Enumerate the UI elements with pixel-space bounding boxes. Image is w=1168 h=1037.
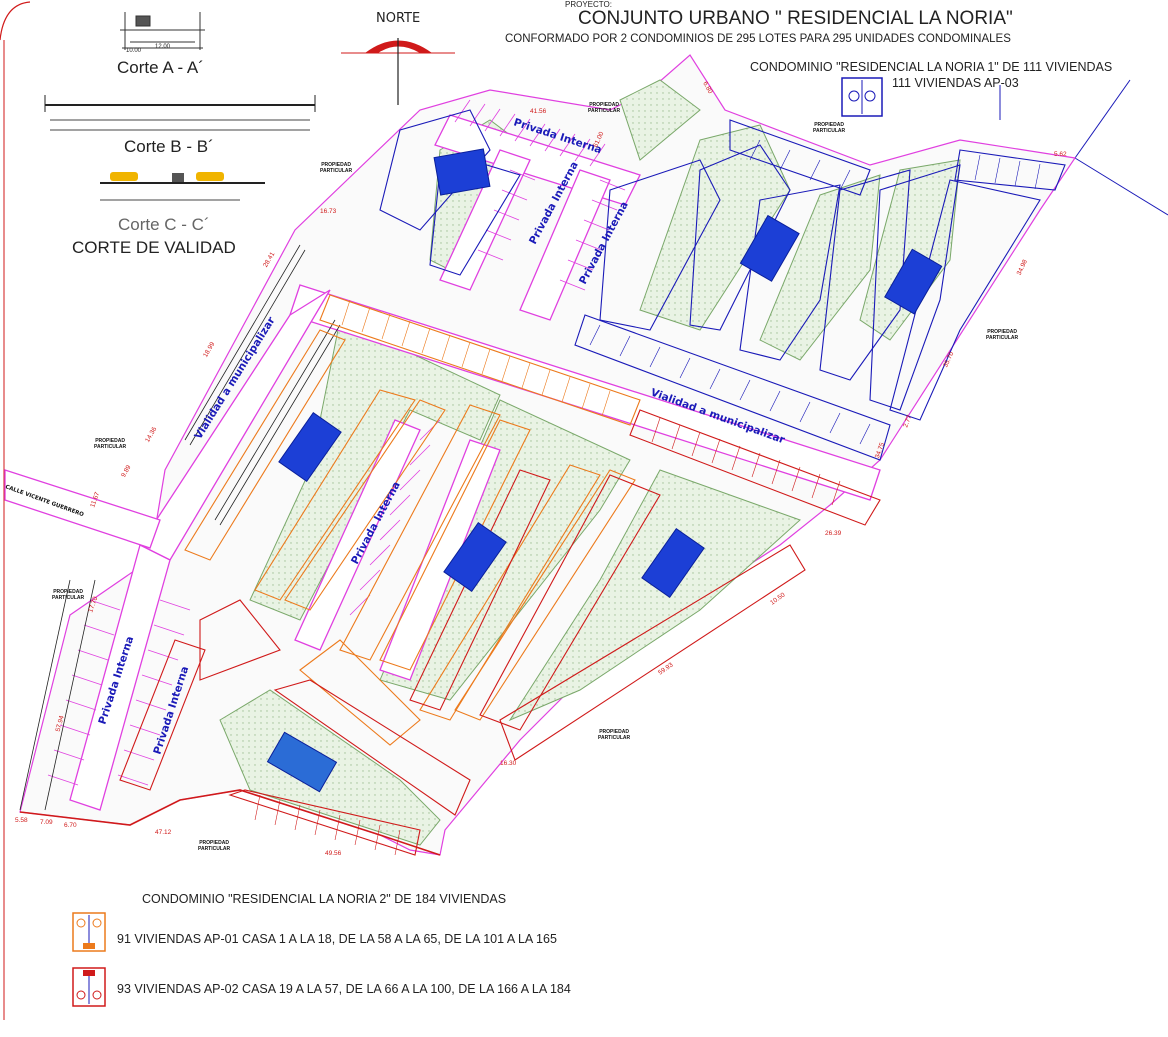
dim-3: 6.70 bbox=[64, 822, 77, 829]
dim-20: 41.56 bbox=[530, 108, 547, 115]
legend-ap02-text: 93 VIVIENDAS AP-02 CASA 19 A LA 57, DE L… bbox=[117, 982, 571, 996]
roads bbox=[4, 114, 881, 811]
pool-2 bbox=[739, 214, 800, 282]
corte-a-label: Corte A - A´ bbox=[117, 58, 204, 77]
corte-b-label: Corte B - B´ bbox=[124, 137, 214, 156]
corte-validad-label: CORTE DE VALIDAD bbox=[72, 238, 236, 257]
dim-8: 57.94 bbox=[55, 715, 66, 733]
dim-16: 34.98 bbox=[1016, 258, 1029, 276]
dim-11: 10.50 bbox=[769, 591, 787, 606]
project-title: CONJUNTO URBANO " RESIDENCIAL LA NORIA" bbox=[578, 8, 1013, 29]
blue-house-grid bbox=[589, 139, 1041, 445]
ap03-icon bbox=[841, 77, 883, 117]
dim-1: 5.58 bbox=[15, 817, 28, 824]
project-label: PROYECTO: bbox=[565, 0, 612, 9]
orange-house-grid bbox=[341, 299, 611, 417]
dim-22: 14.36 bbox=[144, 426, 158, 444]
south-boundary bbox=[19, 789, 441, 856]
dim-2: 7.09 bbox=[40, 819, 53, 826]
dim-5: 49.56 bbox=[325, 850, 342, 857]
pool-6 bbox=[641, 527, 705, 599]
corte-b-drawing bbox=[44, 95, 316, 131]
dim-10: 59.93 bbox=[657, 661, 675, 676]
corte-a-dim-1: 10.00 bbox=[126, 48, 142, 54]
dim-9: 16.30 bbox=[500, 760, 517, 767]
pool-1 bbox=[433, 148, 491, 196]
north-arrow bbox=[341, 38, 455, 105]
pool-3 bbox=[884, 248, 943, 315]
north-east-line bbox=[1074, 79, 1131, 159]
dim-25: 5.62 bbox=[1054, 151, 1067, 158]
condominio2-title: CONDOMINIO "RESIDENCIAL LA NORIA 2" DE 1… bbox=[142, 892, 507, 906]
sheet-border bbox=[0, 1, 31, 41]
project-subtitle: CONFORMADO POR 2 CONDOMINIOS DE 295 LOTE… bbox=[505, 33, 1011, 45]
pool-5 bbox=[443, 521, 507, 593]
corte-c-drawing bbox=[100, 172, 265, 201]
condominio1-title: CONDOMINIO "RESIDENCIAL LA NORIA 1" DE 1… bbox=[750, 60, 1113, 74]
dim-23: 18.99 bbox=[202, 341, 216, 359]
dim-18: 16.73 bbox=[320, 208, 337, 215]
east-boundary-line bbox=[1074, 157, 1168, 216]
dim-14: 2.77 bbox=[902, 414, 913, 429]
corte-a-dim-2: 12.00 bbox=[155, 44, 171, 50]
orange-houses bbox=[184, 294, 641, 746]
dim-17: 28.41 bbox=[262, 251, 276, 269]
red-house-grid bbox=[254, 417, 841, 856]
pool-4 bbox=[278, 411, 342, 483]
legend-ap01-text: 91 VIVIENDAS AP-01 CASA 1 A LA 18, DE LA… bbox=[117, 932, 557, 946]
legend-icon-ap01 bbox=[72, 912, 106, 952]
condominio1-type: 111 VIVIENDAS AP-03 bbox=[892, 76, 1019, 90]
dim-4: 47.12 bbox=[155, 829, 172, 836]
north-label: NORTE bbox=[376, 11, 421, 26]
legend-icon-ap02 bbox=[72, 967, 106, 1007]
corte-a-drawing bbox=[120, 12, 205, 50]
corte-c-label: Corte C - C´ bbox=[118, 215, 210, 234]
blue-houses bbox=[379, 109, 1066, 461]
red-houses bbox=[119, 409, 881, 856]
dim-24: 9.89 bbox=[120, 464, 133, 479]
dim-12: 26.39 bbox=[825, 530, 842, 537]
pool-7 bbox=[266, 731, 338, 793]
pools bbox=[266, 148, 943, 793]
black-parking-rows bbox=[19, 244, 341, 811]
